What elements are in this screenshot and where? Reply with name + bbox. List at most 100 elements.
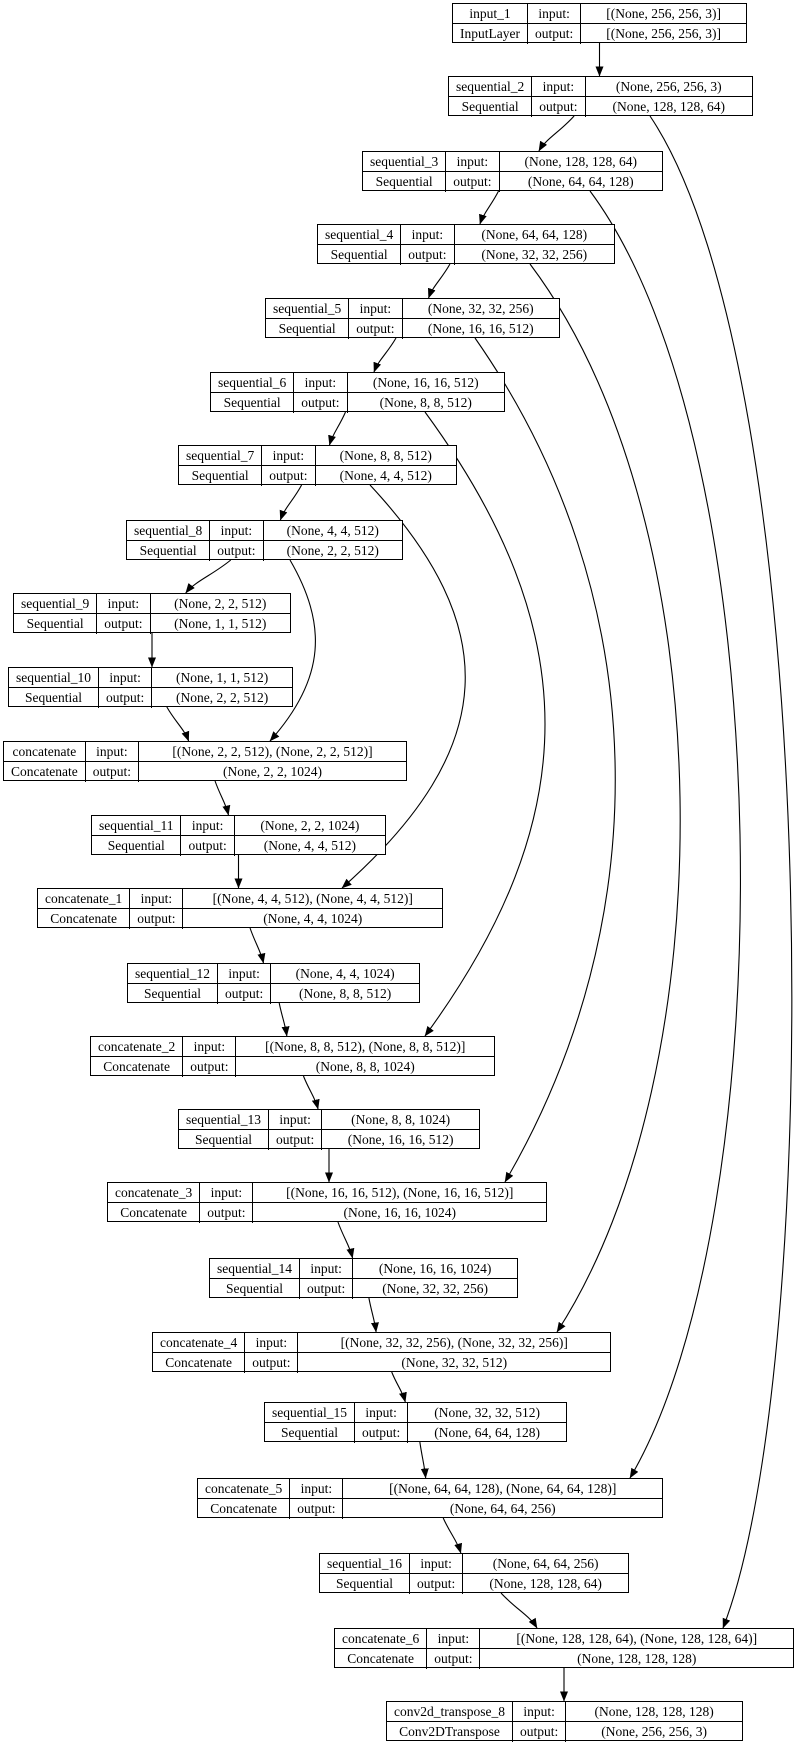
layer-node-sequential_12: sequential_12 input: (None, 4, 4, 1024) … (127, 963, 420, 1004)
output-shape: (None, 4, 4, 1024) (263, 911, 363, 926)
input-label: input: (446, 152, 500, 172)
layer-type: Sequential (14, 614, 98, 634)
input-label: input: (409, 1554, 464, 1574)
input-label: input: (210, 521, 264, 541)
layer-type: Sequential (179, 1130, 269, 1150)
layer-type: Sequential (210, 1279, 300, 1299)
edge-concatenate_2-to-sequential_13 (302, 1075, 320, 1110)
input-shape: (None, 32, 32, 256) (402, 299, 559, 319)
output-label: output: (300, 1279, 354, 1299)
layer-name: sequential_16 (320, 1554, 410, 1574)
edge-sequential_5-to-concatenate_3-skip (474, 337, 616, 1183)
output-shape: (None, 128, 128, 64) (612, 99, 725, 114)
layer-name: concatenate_4 (153, 1333, 246, 1353)
edge-sequential_6-to-concatenate_2-skip (424, 411, 546, 1037)
input-label: input: (268, 1110, 323, 1130)
input-label: input: (98, 668, 153, 688)
input-label: input: (349, 299, 403, 319)
layer-name: concatenate_1 (38, 889, 131, 909)
edge-sequential_3-to-sequential_4 (479, 190, 500, 225)
edge-sequential_2-to-sequential_3 (538, 115, 575, 152)
layer-name: sequential_14 (210, 1259, 300, 1279)
layer-type: Sequential (9, 688, 99, 708)
output-shape: (None, 32, 32, 512) (401, 1355, 508, 1370)
layer-name: concatenate_2 (91, 1037, 184, 1057)
edge-sequential_4-to-concatenate_4-skip (529, 263, 681, 1333)
output-label: output: (355, 1423, 409, 1443)
output-label: output: (269, 1130, 323, 1150)
layer-name: sequential_10 (9, 668, 99, 688)
layer-node-sequential_3: sequential_3 input: (None, 128, 128, 64)… (362, 151, 663, 192)
input-label: input: (354, 1403, 409, 1423)
layer-name: sequential_6 (211, 373, 295, 393)
layer-name: sequential_2 (449, 77, 533, 97)
output-label: output: (130, 909, 184, 929)
layer-type: Concatenate (91, 1057, 184, 1077)
edge-sequential_8-to-concatenate-skip (269, 559, 316, 742)
input-shape: [(None, 4, 4, 512), (None, 4, 4, 512)] (183, 889, 442, 909)
layer-node-sequential_11: sequential_11 input: (None, 2, 2, 1024) … (91, 815, 386, 856)
output-label: output: (446, 172, 500, 192)
layer-node-sequential_7: sequential_7 input: (None, 8, 8, 512) Se… (178, 445, 457, 486)
output-label: output: (528, 24, 582, 44)
edge-sequential_6-to-sequential_7 (328, 411, 347, 446)
edge-concatenate_3-to-sequential_14 (337, 1221, 355, 1259)
layer-node-sequential_6: sequential_6 input: (None, 16, 16, 512) … (210, 372, 505, 413)
input-shape: (None, 2, 2, 512) (150, 594, 290, 614)
output-shape: (None, 128, 128, 128) (577, 1651, 697, 1666)
input-label: input: (512, 1702, 567, 1722)
layer-name: input_1 (453, 4, 528, 24)
layer-node-sequential_10: sequential_10 input: (None, 1, 1, 512) S… (8, 667, 293, 708)
output-shape: (None, 256, 256, 3) (601, 1724, 707, 1739)
output-label: output: (218, 984, 272, 1004)
input-label: input: (245, 1333, 299, 1353)
layer-name: sequential_12 (128, 964, 218, 984)
input-shape: [(None, 64, 64, 128), (None, 64, 64, 128… (343, 1479, 662, 1499)
layer-node-concatenate: concatenate input: [(None, 2, 2, 512), (… (3, 741, 407, 782)
output-label: output: (97, 614, 151, 634)
output-shape: (None, 8, 8, 1024) (315, 1059, 415, 1074)
layer-node-concatenate_6: concatenate_6 input: [(None, 128, 128, 6… (334, 1628, 794, 1669)
input-shape: [(None, 32, 32, 256), (None, 32, 32, 256… (298, 1333, 610, 1353)
input-label: input: (527, 4, 582, 24)
output-shape: (None, 1, 1, 512) (174, 616, 267, 631)
layer-node-sequential_2: sequential_2 input: (None, 256, 256, 3) … (448, 76, 753, 117)
output-label: output: (401, 245, 455, 265)
layer-type: Sequential (127, 541, 211, 561)
layer-type: Sequential (128, 984, 218, 1004)
input-label: input: (85, 742, 139, 762)
edge-sequential_5-to-sequential_6 (373, 337, 397, 373)
output-label: output: (86, 762, 139, 782)
layer-node-concatenate_5: concatenate_5 input: [(None, 64, 64, 128… (197, 1478, 663, 1519)
output-shape: (None, 32, 32, 256) (481, 247, 588, 262)
layer-type: Sequential (266, 319, 350, 339)
input-shape: (None, 32, 32, 512) (408, 1403, 566, 1423)
layer-name: sequential_9 (14, 594, 98, 614)
input-shape: (None, 256, 256, 3) (585, 77, 752, 97)
input-label: input: (290, 1479, 344, 1499)
layer-name: concatenate_6 (335, 1629, 428, 1649)
layer-type: Concatenate (108, 1203, 201, 1223)
input-label: input: (299, 1259, 354, 1279)
output-shape: (None, 64, 64, 256) (449, 1501, 556, 1516)
layer-node-concatenate_2: concatenate_2 input: [(None, 8, 8, 512),… (90, 1036, 495, 1077)
layer-name: sequential_8 (127, 521, 211, 541)
input-label: input: (294, 373, 348, 393)
input-shape: [(None, 2, 2, 512), (None, 2, 2, 512)] (138, 742, 406, 762)
layer-type: Sequential (179, 466, 263, 486)
output-label: output: (262, 466, 316, 486)
input-shape: (None, 16, 16, 1024) (353, 1259, 517, 1279)
layer-name: sequential_5 (266, 299, 350, 319)
layer-type: Sequential (265, 1423, 355, 1443)
layer-type: Conv2DTranspose (387, 1722, 513, 1742)
output-shape: (None, 32, 32, 256) (382, 1281, 488, 1296)
input-shape: [(None, 8, 8, 512), (None, 8, 8, 512)] (236, 1037, 494, 1057)
output-label: output: (181, 836, 235, 856)
edge-concatenate_4-to-sequential_15 (391, 1371, 407, 1403)
input-shape: (None, 128, 128, 64) (499, 152, 662, 172)
layer-name: sequential_15 (265, 1403, 355, 1423)
input-shape: (None, 4, 4, 512) (263, 521, 402, 541)
layer-type: Sequential (318, 245, 402, 265)
output-label: output: (245, 1353, 299, 1373)
